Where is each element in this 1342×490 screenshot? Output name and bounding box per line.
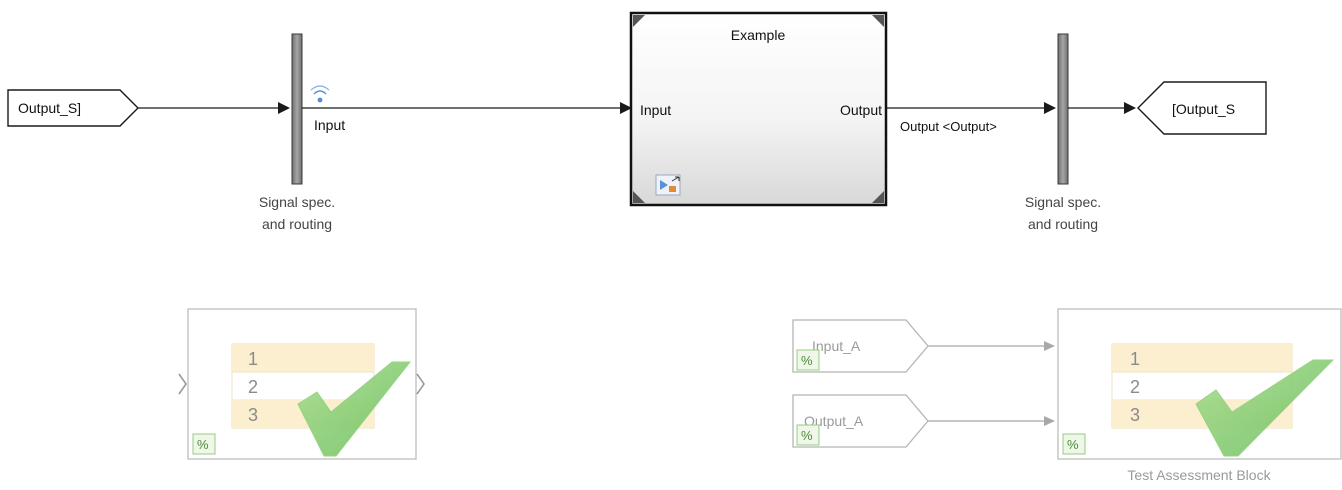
checkmark-icon: [297, 361, 412, 457]
signal-line-3[interactable]: [886, 102, 1056, 114]
left-assess-row-1: 1: [248, 349, 258, 369]
signal-spec-bus-left[interactable]: [291, 33, 303, 185]
subsystem-title: Example: [731, 27, 786, 43]
model-reference-icon: [655, 174, 681, 196]
signal-line-5[interactable]: [928, 341, 1055, 351]
signal-line-2[interactable]: [302, 102, 632, 114]
goto-tag-right[interactable]: [Output_S: [1137, 81, 1267, 135]
right-bus-caption-2: and routing: [1028, 216, 1098, 232]
left-assess-row-3: 3: [248, 405, 258, 425]
signal-line-1[interactable]: [138, 102, 290, 114]
signal-line-6[interactable]: [928, 416, 1055, 426]
goto-tag-left-label: Output_S]: [18, 100, 81, 116]
right-bus-caption-1: Signal spec.: [1025, 194, 1101, 210]
right-assess-row-2: 2: [1130, 377, 1140, 397]
right-assess-row-1: 1: [1130, 349, 1140, 369]
input-a-badge: %: [801, 353, 813, 368]
left-bus-caption-2: and routing: [262, 216, 332, 232]
output-a-badge: %: [801, 428, 813, 443]
input-a-label: Input_A: [812, 338, 861, 354]
output-a-tag[interactable]: Output_A %: [792, 394, 929, 448]
checkmark-icon: [1195, 359, 1335, 457]
left-assess-badge: %: [197, 437, 209, 452]
wifi-icon: [310, 85, 330, 103]
left-assess-row-2: 2: [248, 377, 258, 397]
percent-badge-icon: %: [1062, 433, 1086, 455]
test-assessment-caption: Test Assessment Block: [1127, 467, 1271, 483]
subsystem-out-port: Output: [840, 102, 882, 118]
goto-tag-left[interactable]: Output_S]: [7, 89, 139, 127]
output-signal-label: Output <Output>: [900, 119, 997, 134]
right-assess-row-3: 3: [1130, 405, 1140, 425]
example-subsystem[interactable]: Example Input Output: [629, 11, 888, 207]
percent-badge-icon: %: [796, 424, 820, 446]
signal-line-4[interactable]: [1068, 102, 1136, 114]
percent-badge-icon: %: [192, 433, 216, 455]
input-a-tag[interactable]: Input_A %: [792, 319, 929, 373]
goto-tag-right-label: [Output_S: [1172, 101, 1235, 117]
percent-badge-icon: %: [796, 349, 820, 371]
left-bus-port-label: Input: [314, 117, 345, 133]
right-assess-badge: %: [1067, 437, 1079, 452]
test-assessment-left[interactable]: 1 2 3 %: [178, 308, 425, 460]
subsystem-in-port: Input: [640, 102, 671, 118]
left-bus-caption-1: Signal spec.: [259, 194, 335, 210]
signal-spec-bus-right[interactable]: [1057, 33, 1069, 185]
test-assessment-right[interactable]: 1 2 3 %: [1057, 308, 1342, 460]
